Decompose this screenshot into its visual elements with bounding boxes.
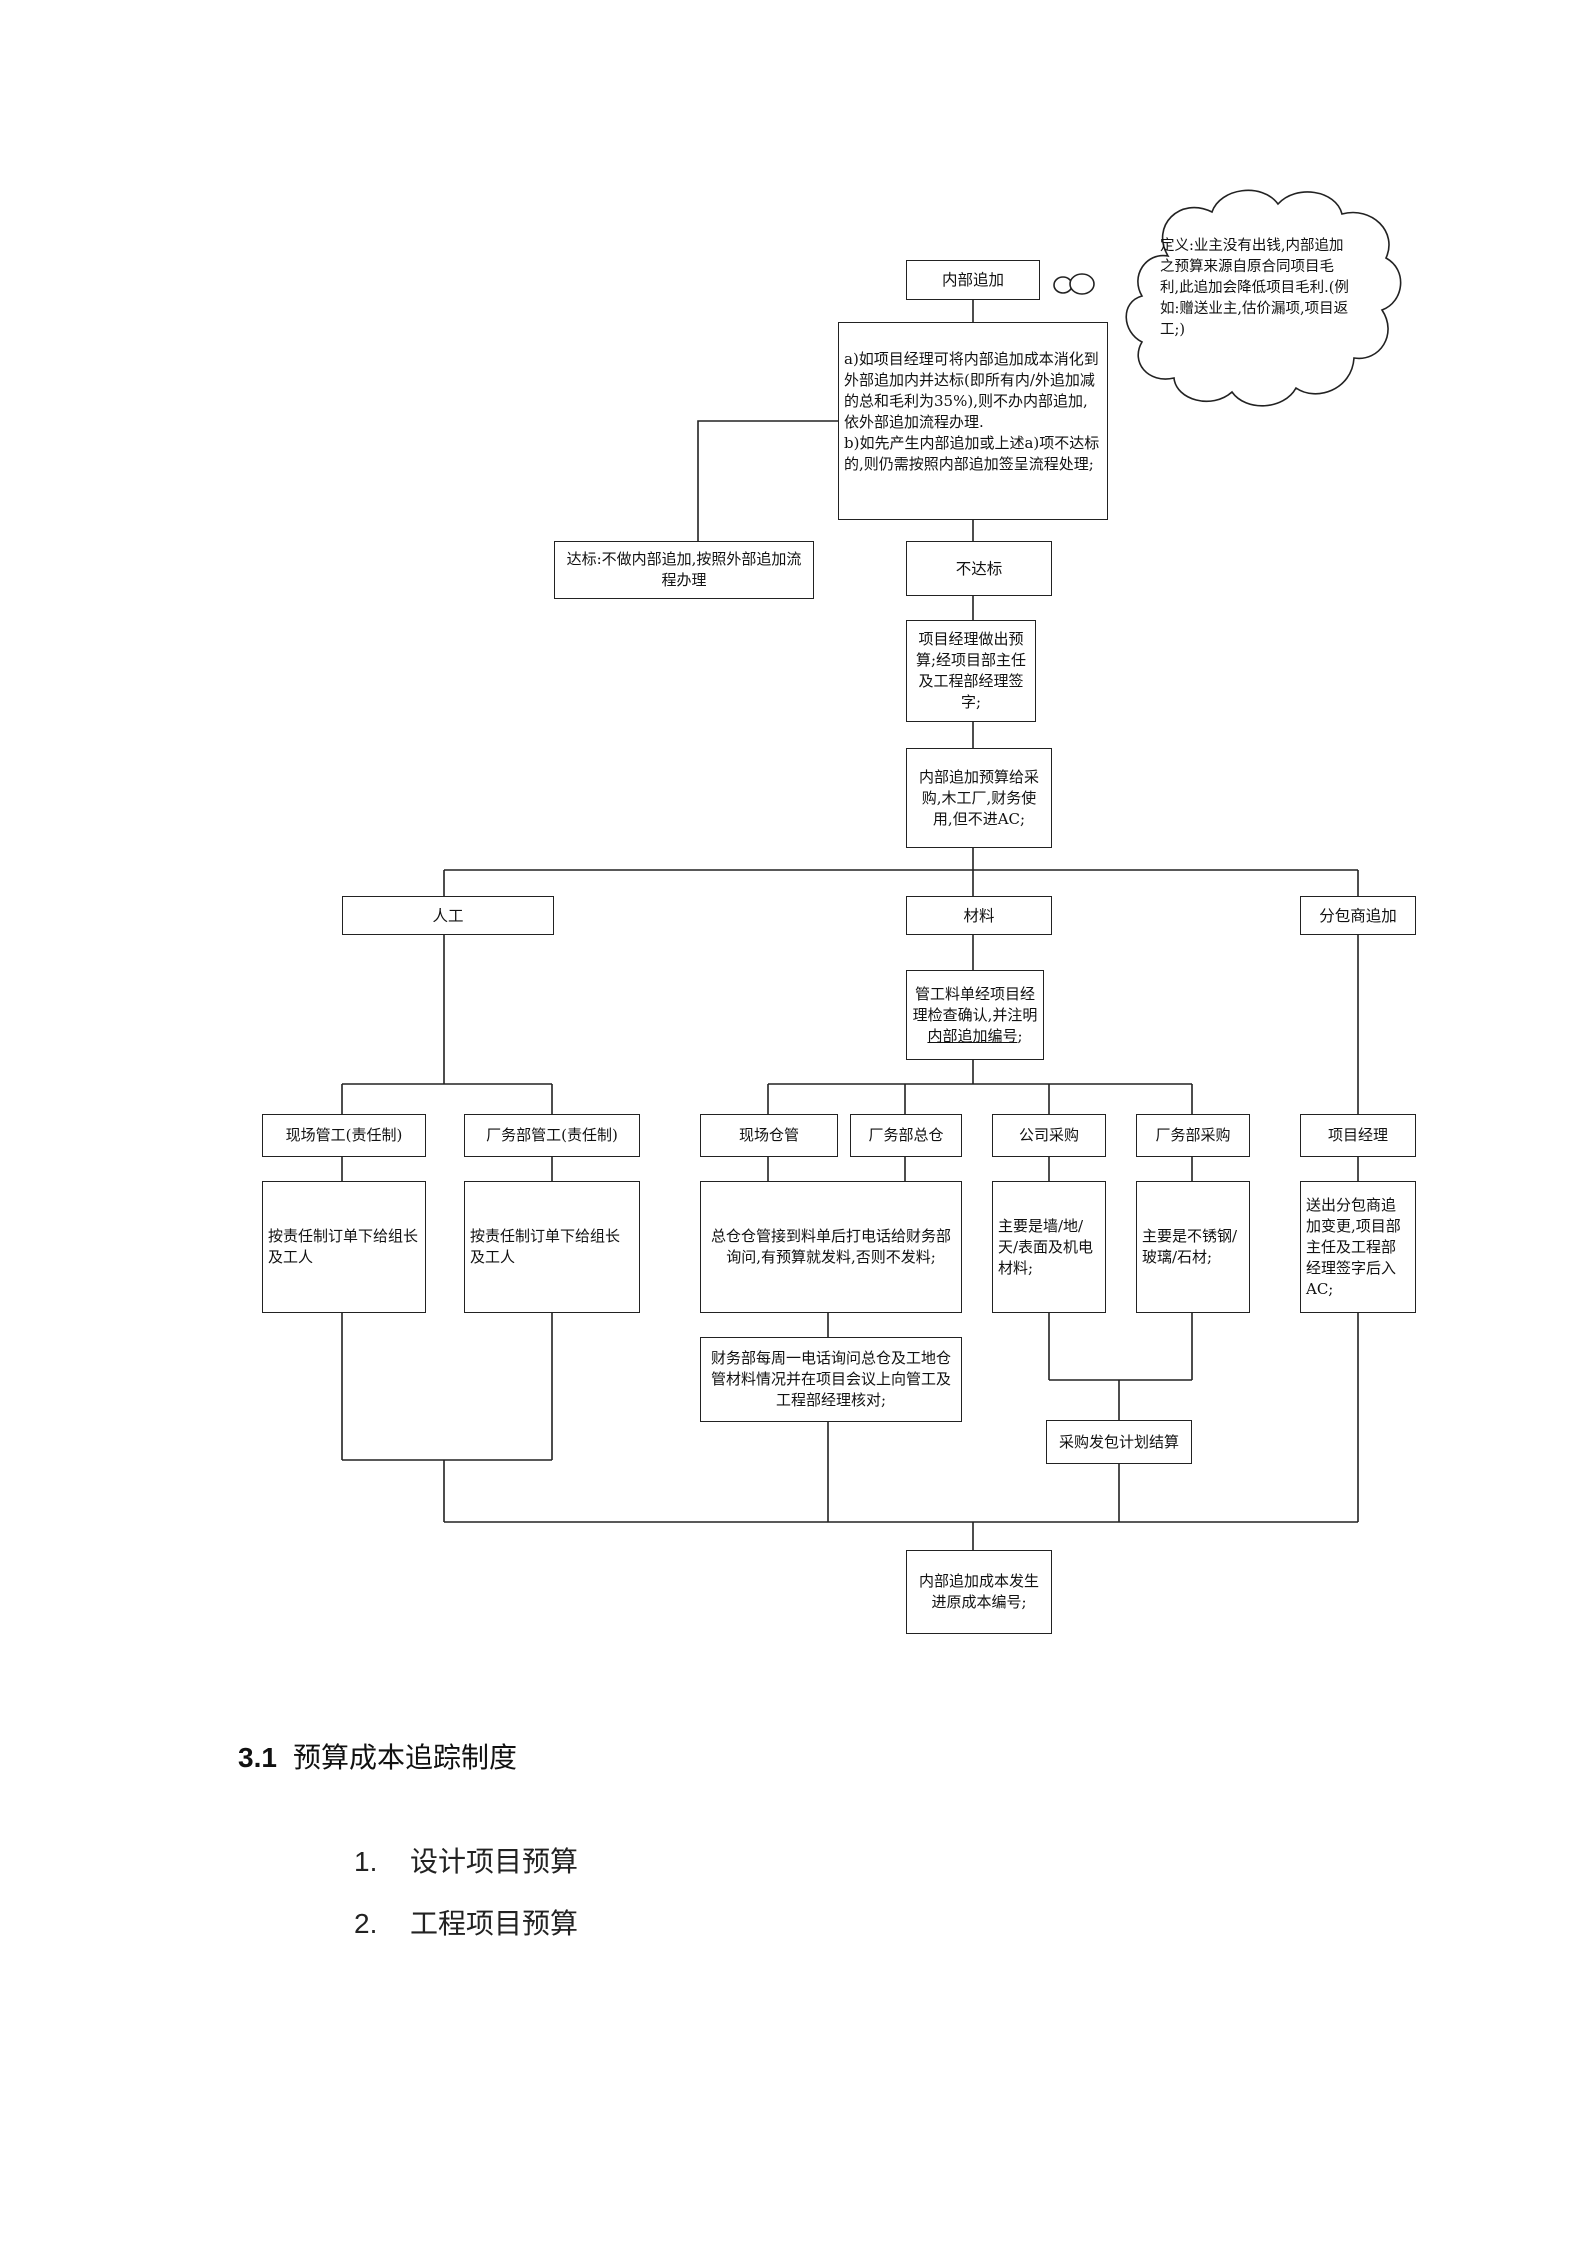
material-check-end: ; [1017, 1026, 1023, 1045]
labor-node: 人工 [342, 896, 554, 935]
list-item-number: 2. [354, 1908, 378, 1939]
start-node: 内部追加 [906, 260, 1040, 300]
subcontract-node: 分包商追加 [1300, 896, 1416, 935]
factory-foreman-node: 厂务部管工(责任制) [464, 1114, 640, 1157]
list-item-text: 设计项目预算 [410, 1846, 579, 1877]
section-number: 3.1 [238, 1742, 277, 1773]
factory-purchase-action: 主要是不锈钢/玻璃/石材; [1136, 1181, 1250, 1313]
list-item: 2. 工程项目预算 [354, 1902, 578, 1942]
pm-action: 送出分包商追加变更,项目部主任及工程部经理签字后入AC; [1300, 1181, 1416, 1313]
budget-node: 项目经理做出预算;经项目部主任及工程部经理签字; [906, 620, 1036, 722]
list-item-number: 1. [354, 1846, 378, 1877]
list-item: 1. 设计项目预算 [354, 1840, 578, 1880]
site-warehouse-node: 现场仓管 [700, 1114, 838, 1157]
pass-node: 达标:不做内部追加,按照外部追加流程办理 [554, 541, 814, 599]
settlement-node: 采购发包计划结算 [1046, 1420, 1192, 1464]
warehouse-action: 总仓仓管接到料单后打电话给财务部询问,有预算就发料,否则不发料; [700, 1181, 962, 1313]
section-heading: 3.1 预算成本追踪制度 [238, 1736, 517, 1776]
project-manager-node: 项目经理 [1300, 1114, 1416, 1157]
company-purchase-node: 公司采购 [992, 1114, 1106, 1157]
company-purchase-action: 主要是墙/地/天/表面及机电材料; [992, 1181, 1106, 1313]
material-node: 材料 [906, 896, 1052, 935]
definition-note: 定义:业主没有出钱,内部追加之预算来源自原合同项目毛利,此追加会降低项目毛利.(… [1160, 238, 1349, 338]
distribute-node: 内部追加预算给采购,木工厂,财务使用,但不进AC; [906, 748, 1052, 848]
material-check-text: 管工料单经项目经理检查确认,并注明 [912, 984, 1038, 1024]
factory-purchase-node: 厂务部采购 [1136, 1114, 1250, 1157]
material-check-node: 管工料单经项目经理检查确认,并注明内部追加编号; [906, 970, 1044, 1060]
finance-check-node: 财务部每周一电话询问总仓及工地仓管材料情况并在项目会议上向管工及工程部经理核对; [700, 1337, 962, 1422]
list-item-text: 工程项目预算 [410, 1908, 579, 1939]
material-check-code: 内部追加编号 [927, 1026, 1018, 1045]
fail-node: 不达标 [906, 541, 1052, 596]
site-foreman-node: 现场管工(责任制) [262, 1114, 426, 1157]
end-node: 内部追加成本发生进原成本编号; [906, 1550, 1052, 1634]
factory-warehouse-node: 厂务部总仓 [850, 1114, 962, 1157]
factory-foreman-action: 按责任制订单下给组长及工人 [464, 1181, 640, 1313]
rule-node: a)如项目经理可将内部追加成本消化到外部追加内并达标(即所有内/外追加减的总和毛… [838, 322, 1108, 520]
section-title: 预算成本追踪制度 [292, 1742, 517, 1773]
site-foreman-action: 按责任制订单下给组长及工人 [262, 1181, 426, 1313]
